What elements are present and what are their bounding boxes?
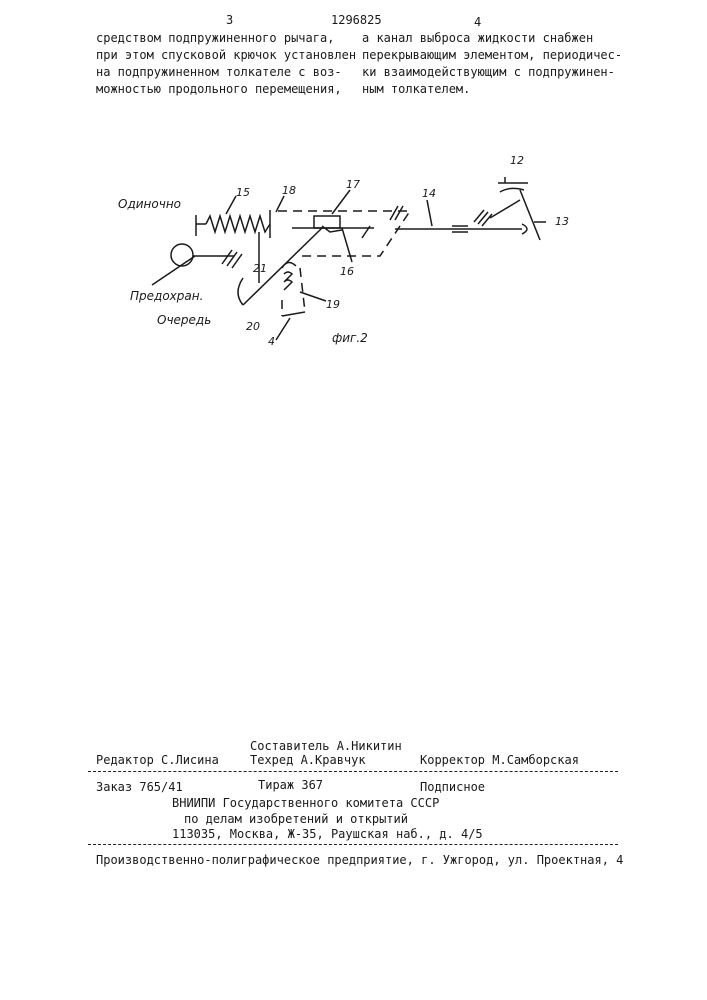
spring-19 — [284, 272, 292, 290]
address-line: 113035, Москва, Ж-35, Раушская наб., д. … — [172, 826, 483, 843]
selector-pointer — [152, 256, 195, 285]
leader-14 — [427, 200, 432, 226]
spring-19-top — [282, 262, 296, 268]
support-mark — [478, 212, 488, 224]
piece-4-edge — [300, 268, 305, 312]
ref-number: 21 — [253, 262, 267, 275]
block-17 — [314, 216, 340, 228]
ref-number: 13 — [555, 215, 569, 228]
selector-knob — [171, 244, 193, 266]
mode-burst-label: Очередь — [157, 313, 211, 327]
leader-16 — [342, 228, 352, 262]
org-line: ВНИИПИ Государственного комитета СССР — [172, 795, 439, 812]
printer-line: Производственно-полиграфическое предприя… — [96, 852, 623, 869]
subscription-line: Подписное — [420, 779, 485, 796]
mode-safety-label: Предохран. — [130, 289, 203, 303]
ref-number: 17 — [346, 178, 360, 191]
piece-4-base — [282, 312, 305, 316]
rod-end — [522, 224, 527, 234]
spring-15 — [206, 216, 270, 232]
ref-number: 19 — [326, 298, 340, 311]
circulation-line: Тираж 367 — [258, 777, 323, 794]
support-mark — [482, 214, 492, 226]
divider-rule — [88, 844, 618, 845]
editor-line: Редактор С.Лисина — [96, 752, 219, 769]
mode-single-label: Одиночно — [118, 197, 181, 211]
hook-16 — [322, 226, 342, 232]
mechanism-diagram: Одиночно Предохран. Очередь 15 18 17 14 … — [0, 0, 707, 400]
ref-number: 4 — [268, 335, 275, 348]
ref-number: 16 — [340, 265, 354, 278]
leader-4 — [276, 318, 290, 340]
order-line: Заказ 765/41 — [96, 779, 183, 796]
leader-15 — [226, 196, 236, 214]
ref-number: 14 — [422, 187, 436, 200]
ref-number: 18 — [282, 184, 296, 197]
ref-number: 12 — [510, 154, 524, 167]
ref-number: 15 — [236, 186, 250, 199]
pivot-20 — [238, 278, 243, 305]
lever-13 — [520, 190, 540, 240]
leader-18 — [276, 196, 284, 212]
divider-rule — [88, 771, 618, 772]
link-12-13 — [490, 200, 520, 218]
corrector-line: Корректор М.Самборская — [420, 752, 579, 769]
support-mark — [474, 210, 484, 222]
figure-caption: фиг.2 — [332, 331, 368, 345]
techred-line: Техред А.Кравчук — [250, 752, 366, 769]
ref-number: 20 — [246, 320, 260, 333]
